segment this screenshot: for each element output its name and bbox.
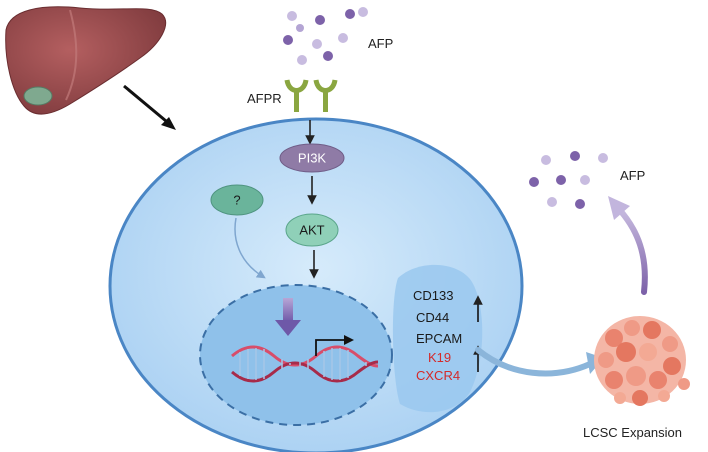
unknown-factor-node — [210, 184, 264, 216]
lcsc-cluster — [594, 316, 690, 406]
liver-organ — [5, 6, 167, 115]
marker-k19: K19 — [428, 350, 451, 365]
unknown-factor-label: ? — [233, 192, 240, 207]
transcription-arrow — [315, 335, 354, 356]
lcsc-expansion-label: LCSC Expansion — [583, 425, 682, 440]
liver-to-cell-arrow — [123, 84, 176, 130]
purple-signal-arrow — [275, 298, 301, 336]
afp-label-top: AFP — [368, 36, 393, 51]
afp-molecules-top — [283, 7, 368, 65]
afpr-receptors — [284, 79, 338, 112]
stem-marker-list: CD133 CD44 EPCAM K19 CXCR4 — [413, 288, 462, 383]
marker-region — [392, 264, 483, 413]
arrow-afp-secretion — [608, 196, 648, 295]
akt-label: AKT — [299, 222, 324, 237]
afp-molecules-right — [529, 151, 608, 209]
nucleus — [199, 284, 393, 426]
marker-cd44: CD44 — [416, 310, 449, 325]
arrow-unknown-to-nucleus — [234, 217, 266, 279]
marker-epcam: EPCAM — [416, 331, 462, 346]
dna-helix — [231, 345, 379, 383]
pi3k-label: PI3K — [298, 150, 327, 165]
akt-node — [285, 213, 339, 247]
marker-cd133: CD133 — [413, 288, 453, 303]
afpr-label: AFPR — [247, 91, 282, 106]
afp-label-right: AFP — [620, 168, 645, 183]
marker-cxcr4: CXCR4 — [416, 368, 460, 383]
pi3k-node — [279, 143, 345, 173]
